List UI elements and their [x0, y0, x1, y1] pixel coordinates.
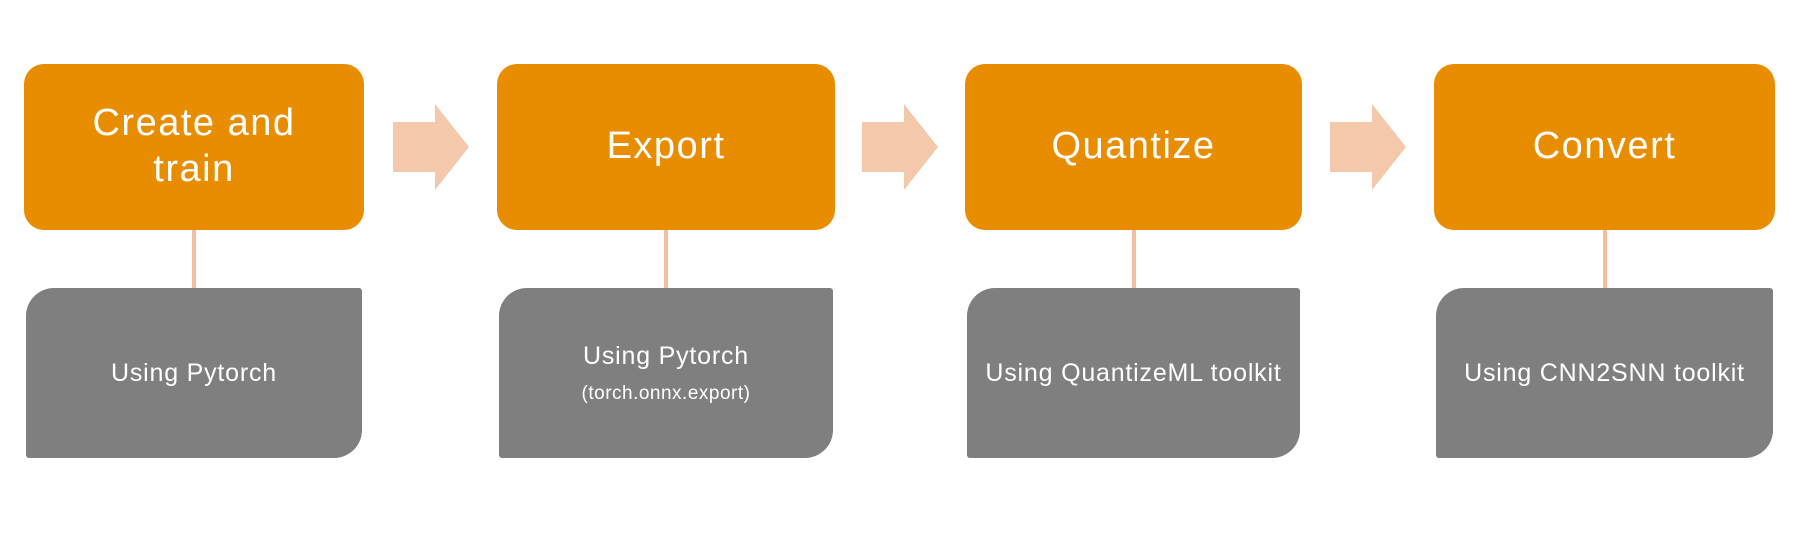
step-title-box: Quantize — [965, 64, 1302, 230]
step-detail: Using Pytorch — [110, 359, 277, 387]
step-detail-box: Using Pytorch — [26, 288, 362, 458]
step-title-box: Export — [497, 64, 835, 230]
connector-line — [1602, 230, 1607, 288]
connector-line — [192, 230, 196, 288]
step-title: Export — [606, 125, 726, 168]
step-detail: Using CNN2SNN toolkit — [1464, 359, 1745, 387]
step-detail-box: Using Pytorch (torch.onnx.export) — [499, 288, 833, 458]
arrow-right-icon — [862, 104, 938, 190]
step-detail: Using QuantizeML toolkit — [985, 359, 1282, 387]
arrow-right-icon — [393, 104, 469, 190]
step-subdetail: (torch.onnx.export) — [581, 383, 751, 404]
step-title: Convert — [1532, 125, 1677, 168]
step-title-box: Convert — [1434, 64, 1775, 230]
step-column-quantize: Quantize Using QuantizeML toolkit — [965, 0, 1302, 539]
step-detail: Using Pytorch — [582, 342, 749, 370]
connector-line — [664, 230, 668, 288]
step-title: Quantize — [1051, 125, 1216, 168]
step-column-create-and-train: Create and train Using Pytorch — [24, 0, 364, 539]
step-detail-box: Using CNN2SNN toolkit — [1436, 288, 1773, 458]
connector-line — [1131, 230, 1136, 288]
step-title-box: Create and train — [24, 64, 364, 230]
step-column-convert: Convert Using CNN2SNN toolkit — [1434, 0, 1775, 539]
step-detail-box: Using QuantizeML toolkit — [967, 288, 1300, 458]
step-column-export: Export Using Pytorch (torch.onnx.export) — [497, 0, 835, 539]
step-title: Create and train — [92, 102, 296, 190]
arrow-right-icon — [1330, 104, 1406, 190]
